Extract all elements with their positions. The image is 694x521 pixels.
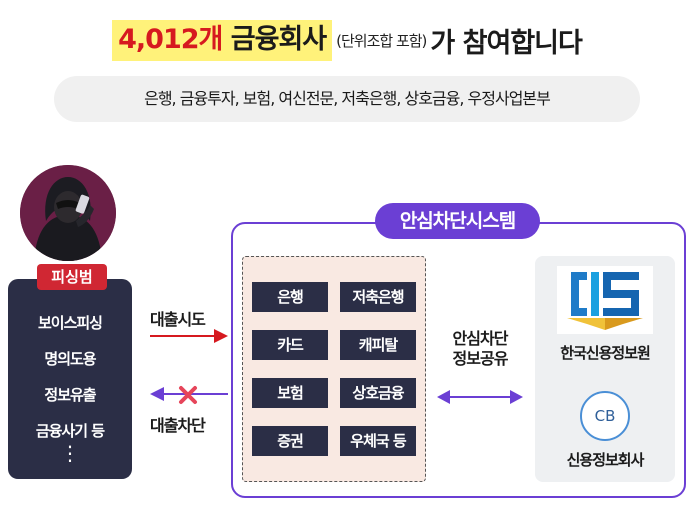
- institution-capital: 캐피탈: [340, 330, 416, 360]
- title-institutions: 금융회사: [230, 24, 327, 55]
- institution-post-office: 우체국 등: [340, 426, 416, 456]
- institution-bank: 은행: [252, 282, 328, 312]
- hooded-criminal-icon: [20, 165, 116, 261]
- loan-attempt-label: 대출시도: [150, 310, 206, 329]
- crime-item: 보이스피싱: [37, 314, 103, 332]
- more-ellipsis: ⋮: [60, 441, 80, 465]
- institution-card: 카드: [252, 330, 328, 360]
- page-title: 4,012개 금융회사(단위조합 포함)가 참여합니다: [0, 20, 694, 66]
- loan-blocked-label: 대출차단: [150, 416, 206, 435]
- cb-name: 신용정보회사: [566, 451, 645, 469]
- info-sharing-line1: 안심차단: [452, 329, 509, 348]
- institution-savings-bank: 저축은행: [340, 282, 416, 312]
- info-sharing-label: 안심차단 정보공유: [432, 329, 528, 369]
- kcis-name: 한국신용정보원: [560, 344, 651, 362]
- crime-item: 정보유출: [44, 386, 96, 404]
- crime-item: 금융사기 등: [35, 422, 105, 440]
- criminal-methods-box: 보이스피싱 명의도용 정보유출 금융사기 등 ⋮: [8, 279, 132, 479]
- title-note: (단위조합 포함): [336, 32, 427, 50]
- blocked-x-icon: [179, 386, 197, 404]
- info-sharing-arrow: [437, 390, 523, 404]
- criminal-label: 피싱범: [37, 264, 107, 290]
- institution-securities: 증권: [252, 426, 328, 456]
- title-count: 4,012개: [118, 24, 223, 55]
- title-highlight: 4,012개 금융회사: [112, 20, 333, 61]
- institution-mutual-finance: 상호금융: [340, 378, 416, 408]
- crime-item: 명의도용: [44, 350, 96, 368]
- loan-blocked-arrow: [150, 387, 228, 401]
- cb-badge: CB: [580, 391, 630, 441]
- system-title-badge: 안심차단시스템: [375, 203, 540, 239]
- info-sharing-line2: 정보공유: [452, 349, 509, 368]
- institution-insurance: 보험: [252, 378, 328, 408]
- title-ending: 가 참여합니다: [430, 28, 582, 59]
- loan-attempt-arrow: [150, 329, 228, 343]
- kcis-logo-icon: [557, 266, 653, 334]
- sector-list: 은행, 금융투자, 보험, 여신전문, 저축은행, 상호금융, 우정사업본부: [54, 76, 640, 122]
